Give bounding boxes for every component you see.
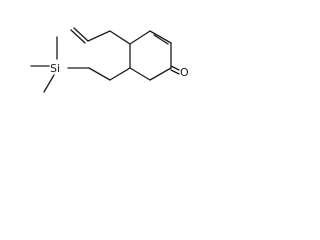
trimethylsilylethyl-group: Si [30, 36, 131, 93]
carbonyl-bond-a [170, 65, 180, 71]
ring-double-bond-inner [153, 34, 169, 45]
chain-bond-2 [88, 67, 111, 81]
allyl-bond-1 [109, 30, 131, 45]
carbonyl: O [170, 65, 189, 79]
oxygen-label: O [180, 66, 189, 79]
molecule-structure: O Si [30, 27, 189, 93]
ring-bond-c4-c5 [149, 67, 172, 81]
silicon-label: Si [50, 62, 60, 75]
chain-bond-1 [109, 67, 131, 81]
ring-bond-c1-c2 [129, 30, 151, 45]
allyl-double-bond-b [70, 29, 86, 44]
allyl-group [70, 27, 131, 45]
si-methyl-down [43, 74, 55, 93]
ring-bond-c5-c6 [129, 67, 151, 81]
ring-bond-c2-c3 [149, 30, 172, 44]
carbonyl-bond-b [170, 69, 180, 75]
allyl-double-bond-a [73, 27, 89, 42]
ring [129, 30, 172, 81]
allyl-bond-2 [87, 30, 111, 42]
